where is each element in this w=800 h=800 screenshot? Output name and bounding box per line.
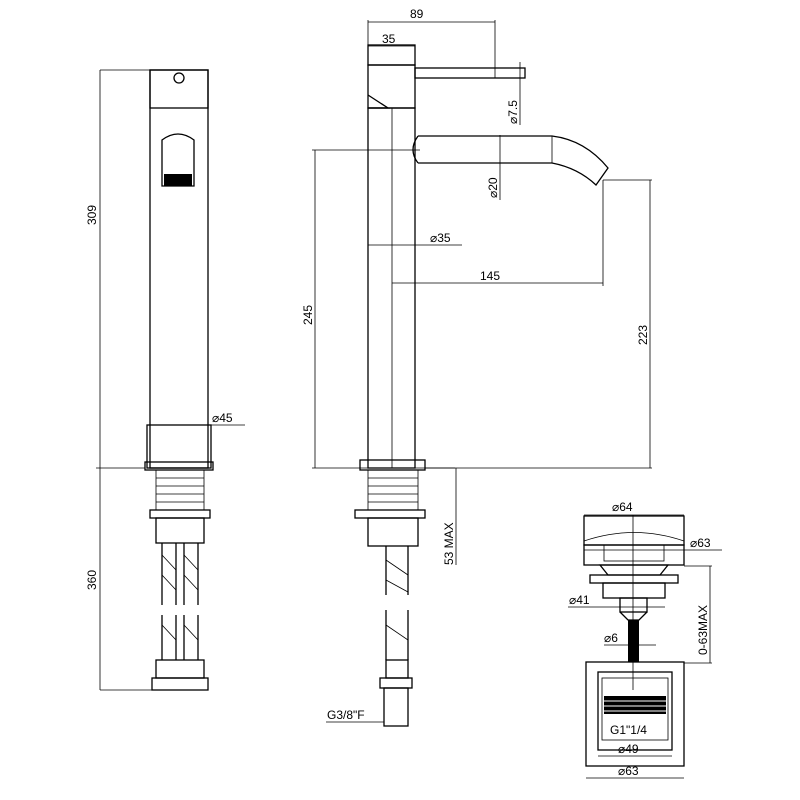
dim-53-max: 53 MAX — [442, 522, 456, 565]
dim-body-diameter: ⌀35 — [430, 231, 451, 245]
dim-360: 360 — [85, 570, 99, 590]
side-view: 89 35 ⌀7.5 ⌀20 ⌀35 145 245 223 53 MAX G3… — [301, 7, 652, 727]
dim-flange-diameter: ⌀41 — [569, 593, 590, 607]
dim-rod-diameter: ⌀6 — [604, 631, 618, 645]
dim-cap-lower-diameter: ⌀63 — [690, 536, 711, 550]
dim-adjust-range: 0-63MAX — [696, 605, 710, 655]
dim-223: 223 — [636, 325, 650, 345]
dim-outer-diameter: ⌀63 — [618, 764, 639, 778]
dim-245: 245 — [301, 305, 315, 325]
connection-thread: G3/8"F — [327, 708, 365, 722]
dim-145: 145 — [480, 269, 500, 283]
thread-size: G1"1/4 — [610, 723, 647, 737]
dim-cap-diameter: ⌀64 — [612, 500, 633, 514]
dim-inner-diameter: ⌀49 — [618, 742, 639, 756]
dim-35: 35 — [382, 32, 396, 46]
drain-view: ⌀64 ⌀63 ⌀41 ⌀6 0-63MAX G1"1/4 ⌀49 ⌀63 — [568, 500, 722, 779]
front-view: 309 360 ⌀45 — [85, 69, 245, 691]
dim-89: 89 — [410, 7, 424, 21]
dim-base-diameter: ⌀45 — [212, 411, 233, 425]
dim-lever-diameter: ⌀7.5 — [506, 100, 520, 124]
dim-spout-diameter: ⌀20 — [486, 177, 500, 198]
dim-309: 309 — [85, 205, 99, 225]
